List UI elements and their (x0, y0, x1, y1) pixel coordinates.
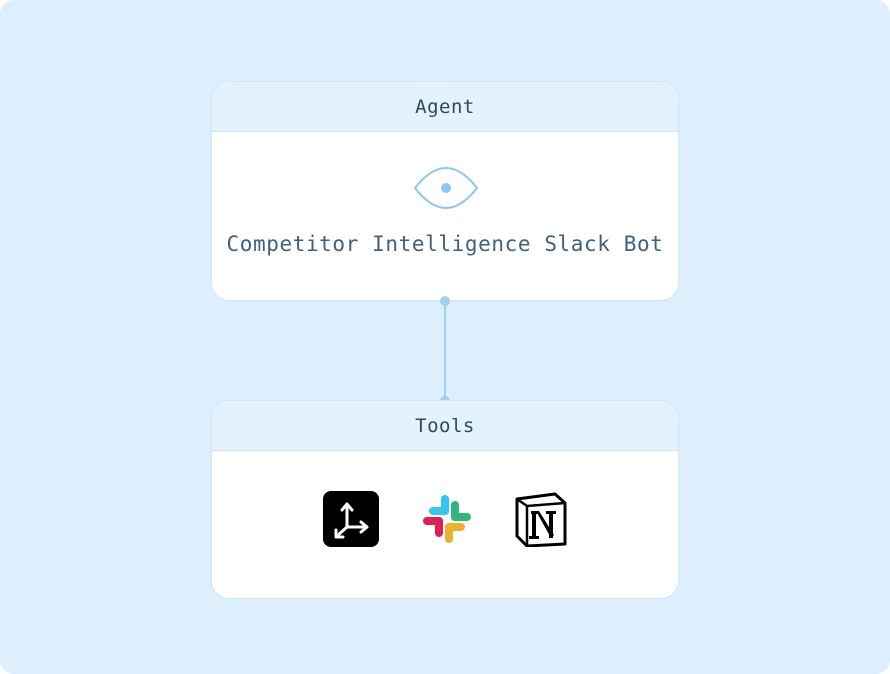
notion-icon[interactable] (513, 491, 569, 547)
connector-line (444, 301, 446, 401)
tools-card-body (212, 451, 678, 598)
agent-card[interactable]: Agent Competitor Intelligence Slack Bot (211, 81, 679, 301)
agent-card-header: Agent (212, 82, 678, 132)
arrows-split-icon[interactable] (323, 491, 379, 547)
tools-header-label: Tools (415, 414, 475, 437)
agent-card-body: Competitor Intelligence Slack Bot (212, 132, 678, 300)
agent-header-label: Agent (415, 95, 475, 118)
slack-icon[interactable] (419, 491, 475, 547)
tools-card-header: Tools (212, 401, 678, 451)
tools-card[interactable]: Tools (211, 400, 679, 599)
agent-name: Competitor Intelligence Slack Bot (226, 232, 664, 256)
eye-icon (412, 162, 480, 212)
connector-dot-top (440, 296, 450, 306)
